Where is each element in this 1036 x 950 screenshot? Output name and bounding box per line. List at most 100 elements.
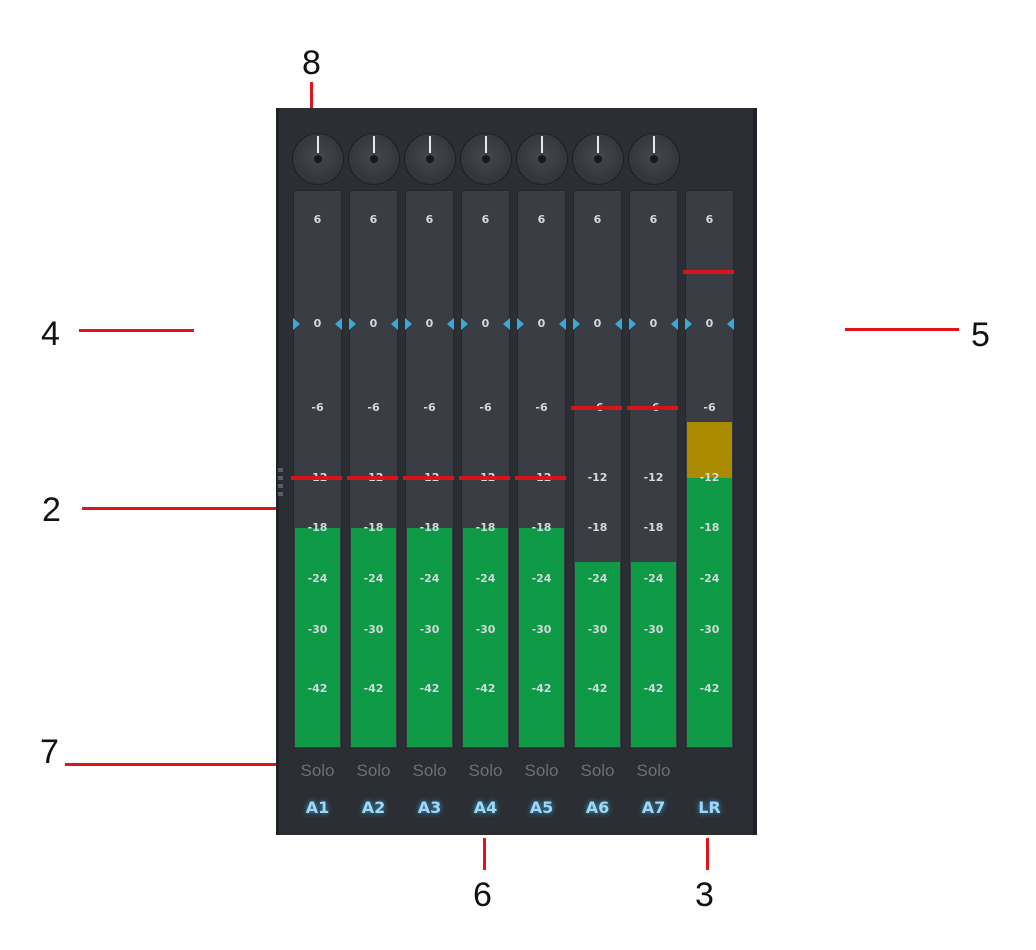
scale-label: 6 xyxy=(649,213,658,226)
channel-name-a3[interactable]: A3 xyxy=(417,798,442,817)
scale-label: -6 xyxy=(703,401,716,414)
solo-button-a7[interactable]: Solo xyxy=(636,761,671,780)
meter-peak-zone xyxy=(687,422,732,478)
solo-button-a2[interactable]: Solo xyxy=(356,761,391,780)
scale-label: 0 xyxy=(481,317,490,330)
callout-7: 7 xyxy=(40,733,59,771)
callout-2: 2 xyxy=(42,491,61,529)
fader-strip-a3[interactable]: 60-6-12-18-24-30-42 xyxy=(405,190,454,749)
knob-indicator xyxy=(428,136,431,153)
fader-handle-a7[interactable] xyxy=(627,406,678,410)
scale-label: -6 xyxy=(311,401,324,414)
knob-indicator xyxy=(596,136,599,153)
fader-handle-a2[interactable] xyxy=(347,476,398,480)
scale-label: -18 xyxy=(699,521,720,534)
callout-line-2 xyxy=(82,507,372,510)
scale-label: -18 xyxy=(419,521,440,534)
scale-label: -6 xyxy=(535,401,548,414)
callout-8: 8 xyxy=(302,44,321,82)
channel-name-a4[interactable]: A4 xyxy=(473,798,498,817)
scale-label: -18 xyxy=(587,521,608,534)
channel-name-a5[interactable]: A5 xyxy=(529,798,554,817)
fader-strip-a7[interactable]: 60-6-12-18-24-30-42 xyxy=(629,190,678,749)
scale-label: -42 xyxy=(643,682,664,695)
unity-marker-right-icon xyxy=(685,318,692,330)
unity-marker-right-icon xyxy=(629,318,636,330)
scale-label: -24 xyxy=(363,572,384,585)
channel-name-a6[interactable]: A6 xyxy=(585,798,610,817)
knob-indicator xyxy=(484,136,487,153)
scale-label: 0 xyxy=(425,317,434,330)
scale-label: -30 xyxy=(699,623,720,636)
scale-label: 6 xyxy=(481,213,490,226)
scale-label: -12 xyxy=(643,471,664,484)
pan-knob-a1[interactable] xyxy=(291,133,344,185)
scale-label: -30 xyxy=(531,623,552,636)
solo-button-a6[interactable]: Solo xyxy=(580,761,615,780)
fader-handle-lr[interactable] xyxy=(683,270,734,274)
solo-button-a3[interactable]: Solo xyxy=(412,761,447,780)
knob-center xyxy=(369,155,378,163)
level-meter xyxy=(631,562,676,747)
solo-button-a5[interactable]: Solo xyxy=(524,761,559,780)
scale-label: 0 xyxy=(649,317,658,330)
scale-label: -42 xyxy=(363,682,384,695)
solo-button-a1[interactable]: Solo xyxy=(300,761,335,780)
pan-knob-a2[interactable] xyxy=(347,133,400,185)
scale-label: -42 xyxy=(307,682,328,695)
scale-label: -42 xyxy=(587,682,608,695)
channel-name-a1[interactable]: A1 xyxy=(305,798,330,817)
fader-strip-a2[interactable]: 60-6-12-18-24-30-42 xyxy=(349,190,398,749)
pan-knob-a3[interactable] xyxy=(403,133,456,185)
callout-5: 5 xyxy=(971,316,990,354)
scale-label: 0 xyxy=(705,317,714,330)
fader-strip-a6[interactable]: 60-6-12-18-24-30-42 xyxy=(573,190,622,749)
callout-line-5 xyxy=(845,328,959,331)
fader-handle-a4[interactable] xyxy=(459,476,510,480)
pan-knob-a7[interactable] xyxy=(627,133,680,185)
knob-indicator xyxy=(540,136,543,153)
knob-indicator xyxy=(316,136,319,153)
solo-button-a4[interactable]: Solo xyxy=(468,761,503,780)
fader-handle-a3[interactable] xyxy=(403,476,454,480)
fader-strip-a5[interactable]: 60-6-12-18-24-30-42 xyxy=(517,190,566,749)
scale-label: -18 xyxy=(363,521,384,534)
panel-edge-right xyxy=(753,108,757,835)
fader-handle-a5[interactable] xyxy=(515,476,566,480)
pan-knob-a5[interactable] xyxy=(515,133,568,185)
unity-marker-left-icon xyxy=(335,318,342,330)
resize-grip-mark xyxy=(278,476,283,480)
resize-grip-mark xyxy=(278,492,283,496)
unity-marker-left-icon xyxy=(503,318,510,330)
scale-label: 0 xyxy=(593,317,602,330)
level-meter xyxy=(351,528,396,747)
knob-indicator xyxy=(372,136,375,153)
channel-name-a7[interactable]: A7 xyxy=(641,798,666,817)
pan-knob-a6[interactable] xyxy=(571,133,624,185)
fader-handle-a1[interactable] xyxy=(291,476,342,480)
channel-name-a2[interactable]: A2 xyxy=(361,798,386,817)
fader-handle-a6[interactable] xyxy=(571,406,622,410)
unity-marker-right-icon xyxy=(573,318,580,330)
scale-label: 6 xyxy=(425,213,434,226)
scale-label: -42 xyxy=(699,682,720,695)
fader-strip-a4[interactable]: 60-6-12-18-24-30-42 xyxy=(461,190,510,749)
scale-label: -24 xyxy=(307,572,328,585)
fader-strip-a1[interactable]: 60-6-12-18-24-30-42 xyxy=(293,190,342,749)
scale-label: -18 xyxy=(475,521,496,534)
scale-label: -6 xyxy=(479,401,492,414)
scale-label: -18 xyxy=(643,521,664,534)
scale-label: -30 xyxy=(587,623,608,636)
unity-marker-right-icon xyxy=(293,318,300,330)
knob-center xyxy=(313,155,322,163)
scale-label: 0 xyxy=(537,317,546,330)
knob-center xyxy=(593,155,602,163)
channel-name-lr[interactable]: LR xyxy=(698,798,721,817)
callout-4: 4 xyxy=(41,315,60,353)
pan-knob-a4[interactable] xyxy=(459,133,512,185)
knob-center xyxy=(649,155,658,163)
level-meter xyxy=(687,478,732,747)
scale-label: 0 xyxy=(369,317,378,330)
scale-label: -6 xyxy=(423,401,436,414)
